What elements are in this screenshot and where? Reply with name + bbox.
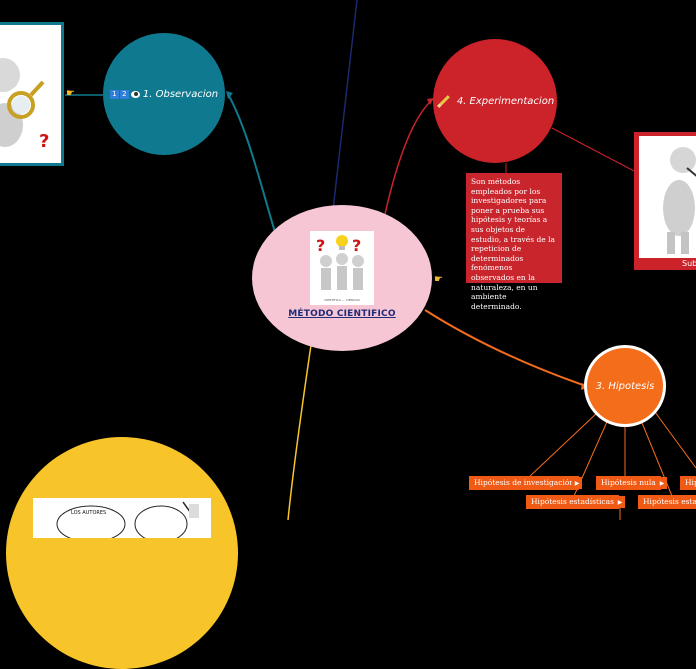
hand-pointer-icon[interactable]: ☛ (434, 274, 443, 285)
svg-text:?: ? (39, 131, 49, 152)
link-hyp-5 (654, 411, 696, 469)
autores-image-text: LOS AUTORES (71, 510, 107, 516)
tag-hipotesis-investigacion[interactable]: Hipótesis de investigación (469, 476, 580, 490)
node-observacion[interactable]: 1 2 1. Observacion (103, 33, 225, 155)
three-persons-illustration: ? ? (316, 235, 364, 290)
experimentacion-title: 4. Experimentacion (456, 95, 555, 107)
link-hyp-1 (527, 411, 599, 479)
autores-sketch-illustration (56, 501, 199, 543)
tag-hipotesis-3[interactable]: Hip (680, 476, 696, 490)
experimentacion-image-caption: Sub (682, 259, 696, 268)
svg-text:?: ? (316, 236, 325, 255)
experimentacion-image: Sub (634, 132, 696, 270)
center-title[interactable]: MÉTODO CIENTIFICO (288, 309, 396, 319)
tag-hipotesis-estadisticas[interactable]: Hipótesis estadísticas (526, 495, 619, 509)
number-one-icon: 1 (109, 89, 119, 99)
connections-layer (65, 0, 696, 520)
link-experimentacion-image (551, 127, 637, 173)
autores-image: LOS AUTORES (33, 498, 211, 543)
link-observacion-arrowhead (226, 91, 233, 99)
observacion-title: 1. Observacion (142, 88, 219, 100)
expand-arrow-icon[interactable]: ▶ (657, 477, 667, 489)
hand-pointer-icon[interactable]: ☛ (66, 88, 75, 99)
svg-text:?: ? (352, 236, 361, 255)
magnifier-person-illustration: ? (0, 25, 61, 163)
tag-hipotesis-estad-2[interactable]: Hipótesis estad (638, 495, 696, 509)
node-hipotesis[interactable]: 3. Hipotesis (587, 348, 663, 424)
link-experimentacion-arrowhead (427, 98, 434, 105)
number-two-icon: 2 (119, 89, 129, 99)
thinking-person-illustration (663, 147, 696, 254)
node-autores[interactable]: LOS AUTORES (6, 437, 238, 669)
link-autores (287, 344, 312, 520)
link-hipotesis-arrowhead (581, 383, 589, 390)
tag-hipotesis-nula[interactable]: Hipótesis nula (596, 476, 661, 490)
eye-icon (130, 90, 140, 98)
experimentacion-description: Son métodos empleados por los investigad… (466, 173, 562, 311)
observacion-image: ? (0, 22, 64, 166)
link-observacion (227, 93, 276, 233)
expand-arrow-icon[interactable]: ▶ (572, 477, 582, 489)
center-image: ? ? CIENTIFICA — CIENCIAS (310, 231, 374, 305)
hipotesis-title: 3. Hipotesis (595, 380, 655, 392)
pencil-icon (436, 94, 450, 108)
link-experimentacion (384, 99, 433, 215)
center-image-caption: CIENTIFICA — CIENCIAS (324, 298, 360, 302)
node-metodo-cientifico[interactable]: ? ? CIENTIFICA — CIENCIAS MÉTODO CIENTIF… (252, 205, 432, 351)
link-hipotesis (424, 309, 587, 387)
node-experimentacion[interactable]: 4. Experimentacion (433, 39, 557, 163)
expand-arrow-icon[interactable]: ▶ (615, 496, 625, 508)
link-top (332, 0, 358, 211)
